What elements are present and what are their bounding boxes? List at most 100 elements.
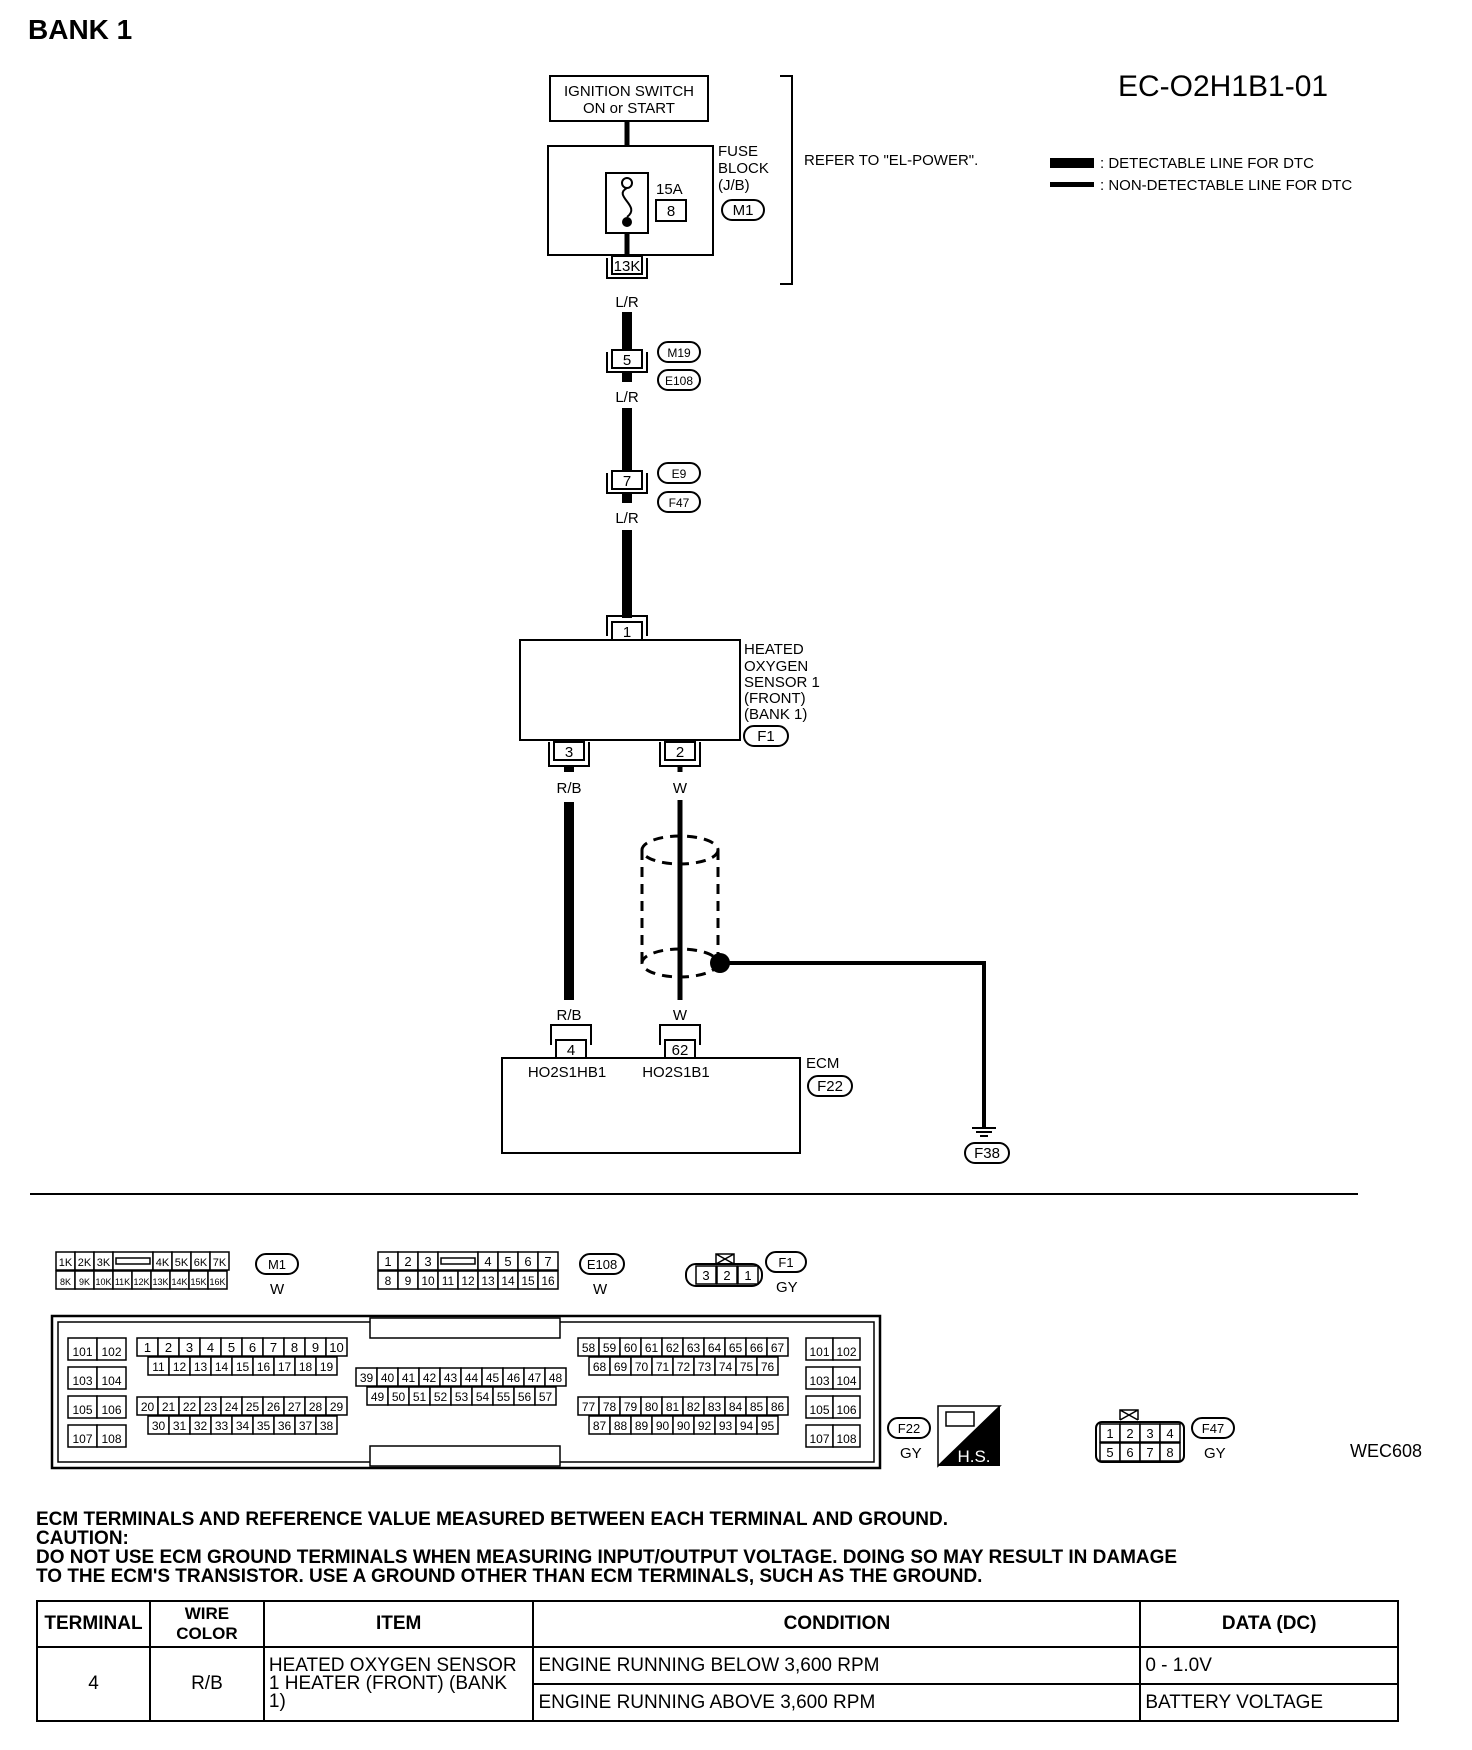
connector-id: F1 — [778, 1255, 793, 1270]
pin-label: 25 — [246, 1400, 260, 1414]
fuse-block-label1: FUSE — [718, 143, 758, 160]
svg-text:HO2S1B1: HO2S1B1 — [642, 1064, 710, 1081]
header-condition: CONDITION — [532, 1600, 1142, 1648]
pin-label: 72 — [677, 1360, 691, 1374]
legend-non-detectable: : NON-DETECTABLE LINE FOR DTC — [1100, 177, 1352, 194]
ground-icon — [972, 1127, 996, 1137]
fuse-block: 15A 8 FUSE BLOCK (J/B) M1 13K — [547, 143, 769, 279]
pin-label: 34 — [236, 1419, 250, 1433]
pin-label: 102 — [836, 1345, 856, 1359]
pin-label: 15K — [190, 1277, 206, 1287]
pin-label: 86 — [771, 1400, 785, 1414]
pin-label: 51 — [413, 1390, 427, 1404]
table-row: ENGINE RUNNING ABOVE 3,600 RPM BATTERY V… — [37, 1683, 1399, 1722]
cell-condition: ENGINE RUNNING BELOW 3,600 RPM — [532, 1646, 1142, 1685]
wire-color-rb-1: R/B — [556, 780, 581, 797]
pin-label: 67 — [771, 1341, 785, 1355]
pin-label: 48 — [549, 1371, 563, 1385]
cell-terminal: 4 — [36, 1646, 151, 1722]
header-wire-color: WIRE COLOR — [148, 1600, 265, 1648]
pin-label: 105 — [72, 1403, 92, 1417]
terminal-table: TERMINAL WIRE COLOR ITEM CONDITION DATA … — [36, 1600, 1399, 1722]
svg-text:(BANK 1): (BANK 1) — [744, 706, 807, 723]
doc-code: EC-O2H1B1-01 — [1118, 70, 1329, 103]
svg-text:OXYGEN: OXYGEN — [744, 658, 808, 675]
pin-label: 8 — [291, 1340, 298, 1355]
detectable-line-swatch — [1050, 158, 1094, 168]
ignition-line1: IGNITION SWITCH — [564, 83, 694, 100]
pin-label: 6 — [1126, 1445, 1133, 1460]
pin-label: 83 — [708, 1400, 722, 1414]
hs-badge: H.S. — [937, 1405, 1002, 1468]
wire-color-lr-3: L/R — [615, 510, 639, 527]
cell-condition: ENGINE RUNNING ABOVE 3,600 RPM — [532, 1683, 1142, 1722]
pin-label: 57 — [539, 1390, 553, 1404]
pin-label: 5K — [175, 1257, 189, 1269]
pin-label: 79 — [624, 1400, 638, 1414]
pin-label: 5 — [228, 1340, 235, 1355]
pin-label: 52 — [434, 1390, 448, 1404]
pin-label: 33 — [215, 1419, 229, 1433]
pin-label: 69 — [614, 1360, 628, 1374]
pin-label: 103 — [72, 1374, 92, 1388]
pin-label: 16K — [209, 1277, 225, 1287]
pin-label: 44 — [465, 1371, 479, 1385]
pin-label: 16 — [257, 1360, 271, 1374]
joint-connector-1: 5 M19 E108 — [606, 341, 701, 391]
connector-icon — [945, 1411, 975, 1427]
non-detectable-line-swatch — [1050, 182, 1094, 187]
connector-id: E108 — [587, 1257, 617, 1272]
svg-text:E9: E9 — [672, 467, 687, 481]
ground-connector: F38 — [974, 1145, 1000, 1162]
svg-text:E108: E108 — [665, 374, 693, 388]
svg-text:HEATED: HEATED — [744, 641, 804, 658]
pin-label: 108 — [101, 1432, 121, 1446]
header-item: ITEM — [262, 1600, 535, 1648]
pin-label: 4 — [1166, 1426, 1173, 1441]
pin-label: 93 — [719, 1419, 733, 1433]
pin-label: 37 — [299, 1419, 313, 1433]
pin-label: 3 — [702, 1268, 709, 1283]
pin-label: 31 — [173, 1419, 187, 1433]
pin-label: 66 — [750, 1341, 764, 1355]
notes-line4: TO THE ECM'S TRANSISTOR. USE A GROUND OT… — [36, 1566, 983, 1587]
pin-label: 12 — [173, 1360, 187, 1374]
wire-color-lr-2: L/R — [615, 389, 639, 406]
pin-label: 82 — [687, 1400, 701, 1414]
pin-label: 2 — [723, 1268, 730, 1283]
pin-label: 71 — [656, 1360, 670, 1374]
pin-label: 103 — [809, 1374, 829, 1388]
pin-label: 50 — [392, 1390, 406, 1404]
pin-label: 49 — [371, 1390, 385, 1404]
pin-label: 13K — [152, 1277, 168, 1287]
notes-line1: ECM TERMINALS AND REFERENCE VALUE MEASUR… — [36, 1509, 949, 1530]
hs-label: H.S. — [957, 1447, 990, 1466]
pin-label: 81 — [666, 1400, 680, 1414]
pin-label: 59 — [603, 1341, 617, 1355]
pin-label: 2K — [78, 1257, 92, 1269]
pin-label: 90 — [677, 1419, 691, 1433]
svg-text:3: 3 — [565, 744, 573, 761]
pin-label: 23 — [204, 1400, 218, 1414]
pin-label: 29 — [330, 1400, 344, 1414]
pin-label: 10 — [329, 1340, 343, 1355]
pin-label: 73 — [698, 1360, 712, 1374]
fuse-block-label2: BLOCK — [718, 160, 769, 177]
pin-label: 45 — [486, 1371, 500, 1385]
connector-color: W — [593, 1281, 608, 1298]
ecm-notes: ECM TERMINALS AND REFERENCE VALUE MEASUR… — [36, 1510, 1436, 1586]
pin-label: 104 — [836, 1374, 856, 1388]
pin-label: 9K — [79, 1277, 90, 1287]
pin-label: 85 — [750, 1400, 764, 1414]
pin-label: 8 — [385, 1274, 392, 1288]
svg-text:7: 7 — [623, 473, 631, 490]
pin-label: 15 — [236, 1360, 250, 1374]
fuse-block-label3: (J/B) — [718, 177, 750, 194]
pin-label: 19 — [320, 1360, 334, 1374]
header-data: DATA (DC) — [1139, 1600, 1399, 1648]
ignition-switch: IGNITION SWITCH ON or START — [549, 75, 709, 122]
pin-label: 22 — [183, 1400, 197, 1414]
pin-label: 12 — [461, 1274, 475, 1288]
